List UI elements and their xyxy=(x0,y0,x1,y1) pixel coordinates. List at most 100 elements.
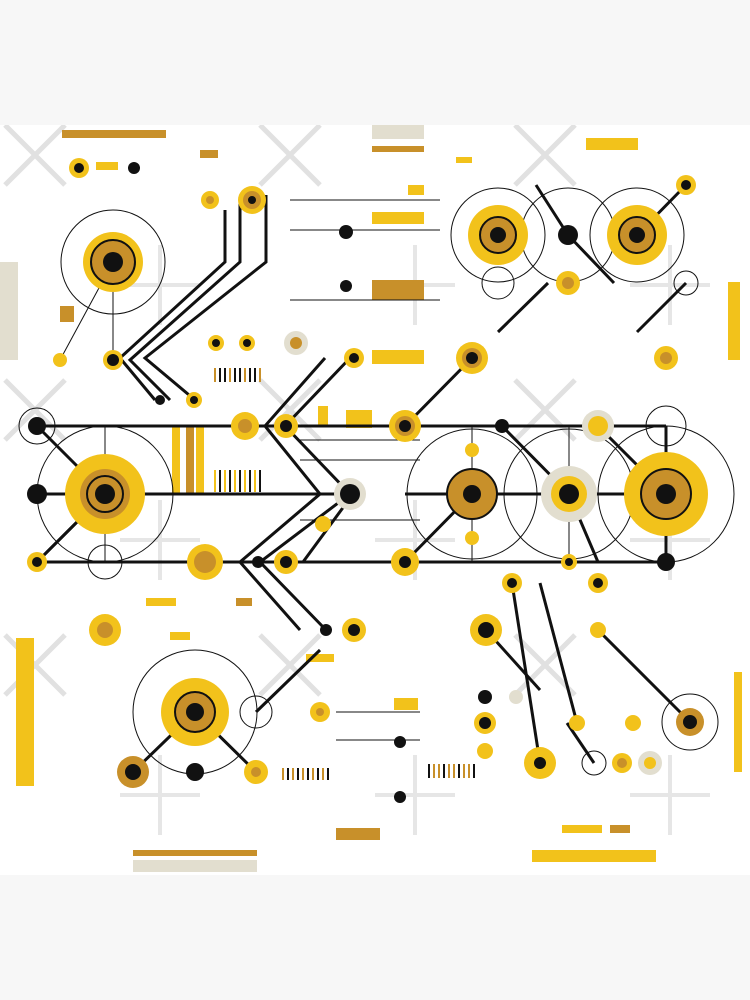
node-core xyxy=(625,715,641,731)
barcode-tick xyxy=(443,764,445,778)
connector-lines-layer xyxy=(35,183,692,774)
bar-mark xyxy=(456,157,472,163)
node-outline xyxy=(640,468,692,520)
node-core xyxy=(190,396,198,404)
barcode-tick xyxy=(292,768,294,780)
bar-mark xyxy=(372,146,424,152)
bar-mark xyxy=(16,638,34,786)
node-core xyxy=(657,553,675,571)
node-core xyxy=(463,485,481,503)
node-core xyxy=(339,225,353,239)
connector-line xyxy=(596,628,692,724)
node-core xyxy=(125,764,141,780)
x-mark-watermark xyxy=(513,378,577,442)
node-core xyxy=(681,180,691,190)
barcode-tick xyxy=(458,764,460,778)
barcode-tick xyxy=(254,368,256,382)
node-core xyxy=(128,162,140,174)
barcode-tick xyxy=(219,368,221,382)
node-core xyxy=(644,757,656,769)
bar-mark xyxy=(394,698,418,710)
node-core xyxy=(660,352,672,364)
x-mark-watermark xyxy=(3,125,67,187)
node-core xyxy=(509,690,523,704)
node-core xyxy=(558,225,578,245)
node-core xyxy=(394,791,406,803)
barcode-tick xyxy=(287,768,289,780)
barcode-tick xyxy=(463,764,465,778)
thin-ring xyxy=(661,693,719,751)
node-core xyxy=(290,337,302,349)
barcode-tick xyxy=(322,768,324,780)
barcode-tick xyxy=(317,768,319,780)
cross-mark-watermark xyxy=(375,755,455,835)
thin-ring xyxy=(673,270,699,296)
bar-mark xyxy=(728,282,740,360)
bar-mark xyxy=(200,150,218,158)
thin-ring xyxy=(589,187,685,283)
barcode-tick xyxy=(244,368,246,382)
barcode-tick xyxy=(259,368,261,382)
bar-mark xyxy=(346,410,372,428)
barcode-tick xyxy=(229,470,231,492)
barcode-tick xyxy=(307,768,309,780)
node-core xyxy=(340,280,352,292)
node-core xyxy=(28,417,46,435)
node-outline xyxy=(479,216,517,254)
node-core xyxy=(478,690,492,704)
node-core xyxy=(399,420,411,432)
barcode-tick xyxy=(244,470,246,492)
bar-mark xyxy=(734,672,742,772)
bar-mark xyxy=(372,350,424,364)
node-core xyxy=(27,484,47,504)
node-core xyxy=(562,277,574,289)
thin-ring xyxy=(87,544,123,580)
bar-mark xyxy=(562,825,602,833)
node-core xyxy=(507,578,517,588)
bar-mark xyxy=(306,654,334,662)
node-core xyxy=(617,758,627,768)
node-core xyxy=(399,556,411,568)
node-core xyxy=(316,708,324,716)
node-core xyxy=(194,551,216,573)
node-core xyxy=(479,717,491,729)
node-outline xyxy=(90,239,136,285)
node-core xyxy=(394,736,406,748)
node-core xyxy=(252,556,264,568)
node-core xyxy=(465,531,479,545)
connector-line xyxy=(117,210,227,401)
node-core xyxy=(569,715,585,731)
bar-mark xyxy=(196,426,204,494)
bar-mark xyxy=(96,162,118,170)
barcode-tick xyxy=(224,470,226,492)
x-mark-watermark xyxy=(513,633,577,697)
bar-mark xyxy=(146,598,176,606)
bar-mark xyxy=(133,850,257,856)
bar-mark xyxy=(172,426,180,494)
barcode-tick xyxy=(214,470,216,492)
node-core xyxy=(238,419,252,433)
circle-nodes-layer xyxy=(27,158,708,803)
cross-mark-watermark xyxy=(120,755,200,835)
node-outline xyxy=(174,691,216,733)
abstract-circuit-artwork xyxy=(0,125,750,875)
barcode-tick xyxy=(438,764,440,778)
barcode-tick xyxy=(259,470,261,492)
artwork-canvas xyxy=(0,125,742,872)
bar-mark xyxy=(586,138,638,150)
barcode-tick xyxy=(297,768,299,780)
node-core xyxy=(340,484,360,504)
connector-line xyxy=(237,357,327,631)
node-core xyxy=(97,622,113,638)
thin-ring xyxy=(18,407,56,445)
barcode-tick xyxy=(433,764,435,778)
bar-mark xyxy=(372,125,424,139)
barcode-tick xyxy=(302,768,304,780)
thin-ring xyxy=(481,266,515,300)
connector-line xyxy=(635,281,688,334)
barcode-tick xyxy=(234,368,236,382)
node-core xyxy=(320,624,332,636)
barcode-tick xyxy=(428,764,430,778)
barcode-tick xyxy=(214,368,216,382)
barcode-tick xyxy=(468,764,470,778)
